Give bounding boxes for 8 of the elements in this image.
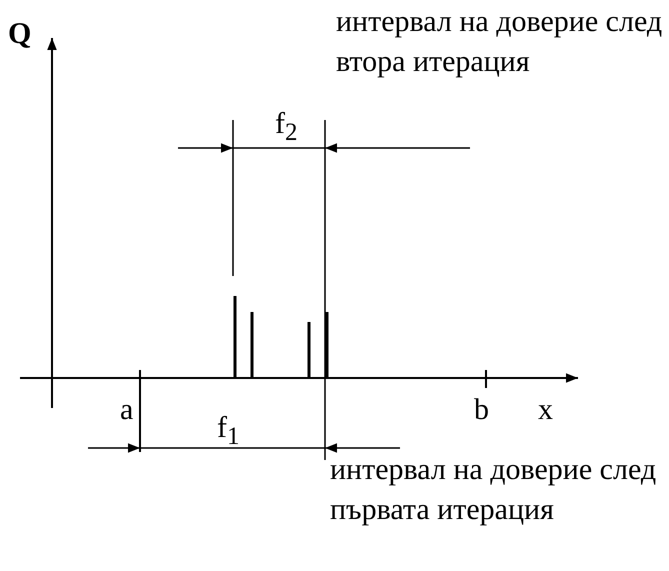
axis-label: x bbox=[538, 392, 553, 428]
annotation-text: интервал на доверие след втора итерация bbox=[336, 4, 664, 80]
dimension-label: f$_{1}$ bbox=[217, 410, 240, 452]
dimension-label: f$_{2}$ bbox=[275, 106, 298, 148]
axis-label: Q bbox=[8, 16, 32, 52]
annotation-text: интервал на доверие след първата итерация bbox=[330, 452, 658, 528]
tick-label: b bbox=[474, 392, 489, 428]
tick-label: a bbox=[120, 392, 134, 428]
